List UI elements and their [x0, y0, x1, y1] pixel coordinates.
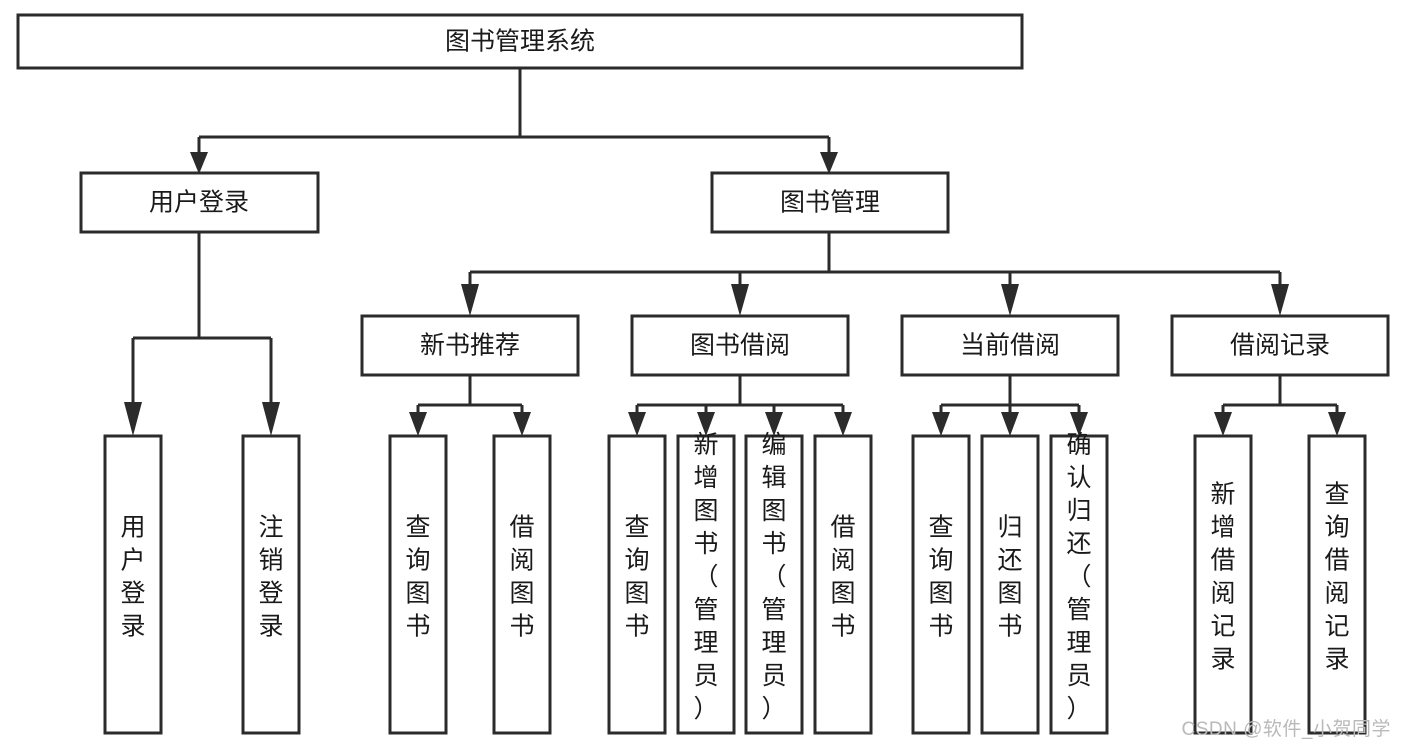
node-current-borrow-label: 当前借阅	[960, 332, 1060, 360]
leaf-logout-box[interactable]	[241, 434, 301, 735]
leaf-nbr-borrow-book-label: 借阅图书	[509, 514, 534, 641]
connector-group-book-manage	[461, 232, 1289, 316]
csdn-watermark: CSDN @软件_小贺同学	[1181, 719, 1391, 740]
leaf-user-login[interactable]: 用户登录	[103, 434, 163, 735]
leaf-bb-borrow-book[interactable]: 借阅图书	[813, 434, 873, 735]
connector-group-borrow-record	[1214, 375, 1346, 436]
leaf-cb-return-book-box[interactable]	[980, 434, 1040, 735]
arrowhead-user-login	[190, 152, 208, 174]
node-user-login-box[interactable]	[79, 171, 320, 234]
node-book-manage-label: 图书管理	[780, 189, 880, 217]
node-user-login[interactable]: 用户登录	[79, 171, 320, 234]
node-current-borrow[interactable]: 当前借阅	[900, 314, 1120, 377]
leaf-bb-borrow-book-label: 借阅图书	[830, 514, 855, 641]
node-borrow-record[interactable]: 借阅记录	[1170, 314, 1390, 377]
leaf-logout-label: 注销登录	[258, 514, 283, 641]
node-root-box[interactable]	[16, 13, 1024, 70]
arrowhead-bb-leaf-4	[834, 412, 852, 436]
arrowhead-br-leaf-2	[1328, 412, 1346, 436]
leaf-cb-confirm-return-box[interactable]	[1049, 434, 1109, 735]
leaf-cb-return-book[interactable]: 归还图书	[980, 434, 1040, 735]
arrowhead-book-manage	[820, 152, 838, 174]
arrowhead-cb-leaf-1	[932, 412, 950, 436]
connector-group-user-login	[124, 232, 280, 436]
arrowhead-bb-leaf-2	[697, 412, 715, 436]
leaf-logout[interactable]: 注销登录	[241, 434, 301, 735]
arrowhead-current-borrow	[1001, 284, 1019, 316]
node-book-manage-box[interactable]	[710, 171, 950, 234]
leaf-bb-edit-book-box[interactable]	[744, 434, 804, 735]
leaf-br-add-record-box[interactable]	[1193, 434, 1253, 735]
leaf-bb-query-book[interactable]: 查询图书	[607, 434, 667, 735]
node-borrow-record-box[interactable]	[1170, 314, 1390, 377]
node-user-login-label: 用户登录	[149, 189, 249, 217]
connector-group-new-book-recommend	[409, 375, 531, 436]
leaf-cb-confirm-return-label: 确认归还（管理员）	[1066, 431, 1091, 723]
leaf-cb-confirm-return[interactable]: 确认归还（管理员）	[1049, 431, 1109, 735]
arrowhead-bb-leaf-1	[628, 412, 646, 436]
connector-group-root	[190, 68, 838, 174]
arrowhead-book-borrow	[731, 284, 749, 316]
leaf-cb-query-book-box[interactable]	[911, 434, 971, 735]
leaf-nbr-borrow-book-box[interactable]	[492, 434, 552, 735]
node-new-book-recommend[interactable]: 新书推荐	[360, 314, 580, 377]
arrowhead-nbr-leaf-2	[513, 412, 531, 436]
node-book-manage[interactable]: 图书管理	[710, 171, 950, 234]
leaf-nbr-query-book-box[interactable]	[388, 434, 448, 735]
leaf-br-query-record-label: 查询借阅记录	[1324, 481, 1349, 674]
leaf-br-add-record[interactable]: 新增借阅记录	[1193, 434, 1253, 735]
leaf-bb-add-book[interactable]: 新增图书（管理员）	[676, 431, 736, 735]
leaf-bb-edit-book[interactable]: 编辑图书（管理员）	[744, 431, 804, 735]
node-borrow-record-label: 借阅记录	[1230, 332, 1330, 360]
node-book-borrow[interactable]: 图书借阅	[630, 314, 850, 377]
arrowhead-borrow-record	[1271, 284, 1289, 316]
leaf-nbr-query-book[interactable]: 查询图书	[388, 434, 448, 735]
arrowhead-nbr-leaf-1	[409, 412, 427, 436]
node-new-book-recommend-box[interactable]	[360, 314, 580, 377]
node-book-borrow-box[interactable]	[630, 314, 850, 377]
node-book-borrow-label: 图书借阅	[690, 332, 790, 360]
leaf-nbr-borrow-book[interactable]: 借阅图书	[492, 434, 552, 735]
node-new-book-recommend-label: 新书推荐	[420, 332, 520, 360]
leaf-user-login-box[interactable]	[103, 434, 163, 735]
connector-group-current-borrow	[932, 375, 1088, 436]
leaf-bb-add-book-label: 新增图书（管理员）	[693, 431, 718, 723]
arrowhead-bb-leaf-3	[765, 412, 783, 436]
arrowhead-leaf-user-login	[124, 402, 142, 436]
leaf-br-add-record-label: 新增借阅记录	[1210, 481, 1235, 674]
arrowhead-br-leaf-1	[1214, 412, 1232, 436]
connector-group-book-borrow	[628, 375, 852, 436]
leaf-bb-add-book-box[interactable]	[676, 434, 736, 735]
node-root-label: 图书管理系统	[445, 28, 595, 56]
leaf-bb-query-book-box[interactable]	[607, 434, 667, 735]
leaf-br-query-record-box[interactable]	[1307, 434, 1367, 735]
leaf-bb-query-book-label: 查询图书	[624, 514, 649, 641]
arrowhead-cb-leaf-3	[1070, 412, 1088, 436]
node-root[interactable]: 图书管理系统	[16, 13, 1024, 70]
arrowhead-cb-leaf-2	[1001, 412, 1019, 436]
node-current-borrow-box[interactable]	[900, 314, 1120, 377]
leaf-br-query-record[interactable]: 查询借阅记录	[1307, 434, 1367, 735]
leaf-cb-return-book-label: 归还图书	[997, 514, 1022, 641]
arrowhead-new-book-recommend	[461, 284, 479, 316]
leaf-user-login-label: 用户登录	[120, 514, 145, 641]
arrowhead-leaf-logout	[262, 402, 280, 436]
leaf-cb-query-book[interactable]: 查询图书	[911, 434, 971, 735]
leaf-bb-borrow-book-box[interactable]	[813, 434, 873, 735]
leaf-bb-edit-book-label: 编辑图书（管理员）	[761, 431, 786, 723]
leaf-cb-query-book-label: 查询图书	[928, 514, 953, 641]
leaf-nbr-query-book-label: 查询图书	[405, 514, 430, 641]
